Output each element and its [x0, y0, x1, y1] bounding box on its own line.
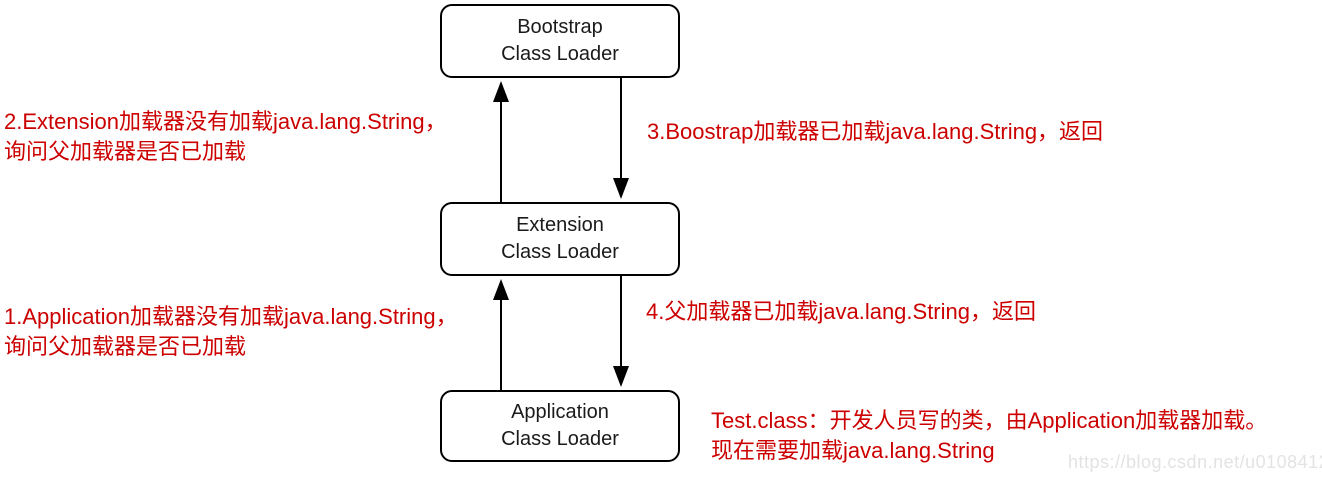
node-extension-class-loader: Extension Class Loader [440, 202, 680, 276]
annotation-step3-bootstrap-returns: 3.Boostrap加载器已加载java.lang.String，返回 [647, 119, 1104, 144]
node-bootstrap-label: Bootstrap Class Loader [501, 16, 619, 65]
node-application-class-loader: Application Class Loader [440, 390, 680, 462]
arrow-up-extension-to-bootstrap-icon [493, 81, 509, 202]
csdn-watermark: https://blog.csdn.net/u010841296 [1068, 452, 1322, 472]
arrow-down-extension-to-application-icon [613, 276, 629, 387]
annotation-step1-application-asks-parent: 1.Application加载器没有加载java.lang.String， 询问… [4, 304, 458, 359]
node-extension-label: Extension Class Loader [501, 214, 619, 263]
annotation-step2-extension-asks-parent: 2.Extension加载器没有加载java.lang.String， 询问父加… [4, 109, 447, 164]
arrow-down-bootstrap-to-extension-icon [613, 78, 629, 199]
arrow-up-application-to-extension-icon [493, 279, 509, 390]
node-application-label: Application Class Loader [501, 401, 619, 450]
annotation-test-class-note: Test.class：开发人员写的类，由Application加载器加载。 现在… [711, 408, 1268, 463]
node-bootstrap-class-loader: Bootstrap Class Loader [440, 4, 680, 78]
annotation-step4-parent-returns: 4.父加载器已加载java.lang.String，返回 [646, 299, 1036, 324]
